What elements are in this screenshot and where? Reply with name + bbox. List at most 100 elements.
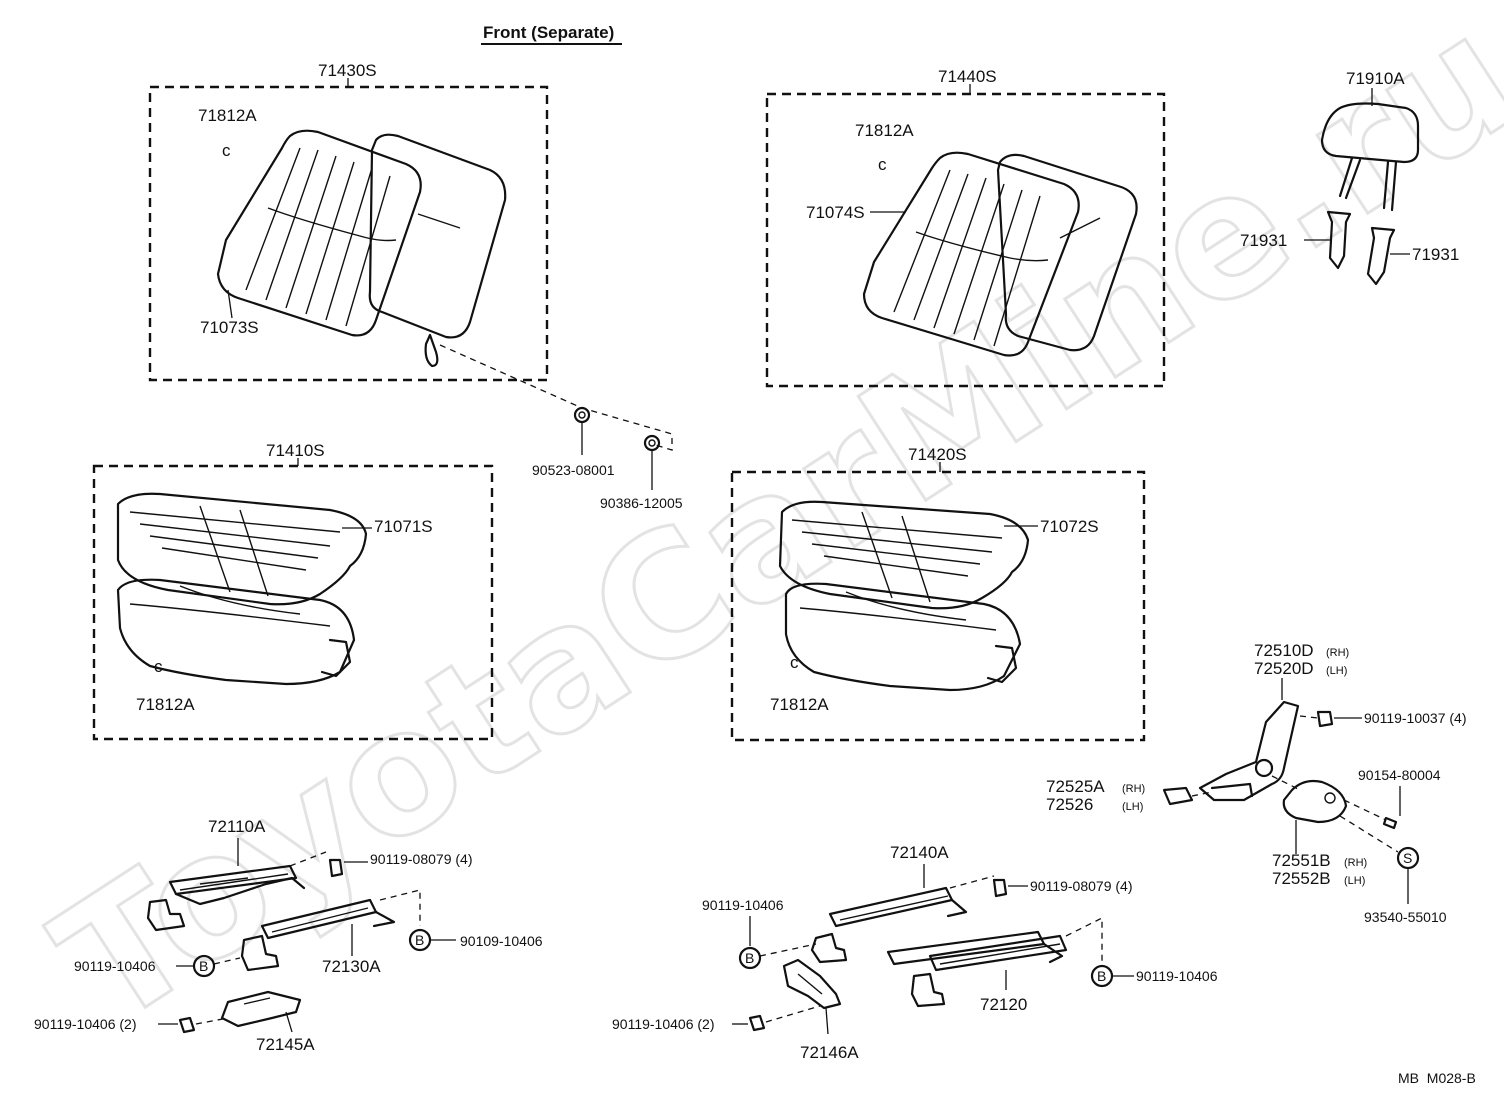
rh-cushion-frame	[320, 638, 352, 678]
part-label-90119-10406: 90119-10406	[74, 958, 156, 974]
rh-bracket	[220, 990, 302, 1028]
part-label-93540-55010: 93540-55010	[1364, 909, 1447, 925]
part-label-71430S: 71430S	[318, 61, 377, 80]
part-label-71071S: 71071S	[374, 517, 433, 536]
lh-bracket	[782, 958, 842, 1010]
part-label-90119-08079: 90119-08079 (4)	[370, 851, 472, 867]
part-label-71074S: 71074S	[806, 203, 865, 222]
part-label-71410S: 71410S	[266, 441, 325, 460]
part-label-90119-10406: 90119-10406	[1136, 968, 1218, 984]
rh-back-frame	[368, 133, 507, 339]
screw-icon	[1382, 816, 1398, 830]
recliner-cover	[1282, 779, 1348, 824]
lh-tag: (LH)	[1326, 665, 1347, 677]
part-label-72146A: 72146A	[800, 1043, 859, 1062]
bolt-icon	[748, 1014, 766, 1032]
fastener-b-mark: B	[1097, 968, 1106, 984]
part-label-71931: 71931	[1240, 231, 1287, 250]
part-label-72130A: 72130A	[322, 957, 381, 976]
part-label-90119-10037: 90119-10037 (4)	[1364, 710, 1466, 726]
lh-cushion-assembly: 71420S 71072S c 71812A	[730, 445, 1146, 742]
lh-cushion-cover	[778, 500, 1030, 610]
part-label-90119-10406-2: 90119-10406 (2)	[34, 1016, 136, 1032]
rh-cushion-assembly: 71410S 71071S c 71812A	[92, 441, 494, 741]
lh-tag: (LH)	[1122, 801, 1143, 813]
rh-tag: (RH)	[1344, 857, 1367, 869]
rh-back-hinge	[424, 333, 439, 368]
part-label-71812A: 71812A	[855, 121, 914, 140]
lh-cushion-pad	[784, 582, 1022, 692]
part-label-90154-80004: 90154-80004	[1358, 767, 1441, 783]
rh-cushion-group-box	[92, 464, 494, 741]
lh-tag: (LH)	[1344, 875, 1365, 887]
recliner-knob	[1162, 786, 1194, 806]
rh-cushion-cover	[116, 492, 368, 606]
headrest-stay	[1382, 160, 1398, 212]
diagram-code: MB M028-B	[1398, 1070, 1476, 1086]
part-label-71440S: 71440S	[938, 67, 997, 86]
part-label-71812A: 71812A	[770, 695, 829, 714]
lh-adjuster-rail-1	[828, 886, 954, 928]
fastener-b-icon	[738, 946, 762, 970]
bolt-icon	[328, 858, 344, 878]
part-label-72552B: 72552B	[1272, 869, 1331, 888]
recliner-arm	[1198, 700, 1300, 802]
rh-tag: (RH)	[1326, 647, 1349, 659]
rh-tag: (RH)	[1122, 783, 1145, 795]
part-label-72526: 72526	[1046, 795, 1093, 814]
part-label-71073S: 71073S	[200, 318, 259, 337]
part-label-90109-10406: 90109-10406	[460, 933, 543, 949]
part-label-71812A: 71812A	[136, 695, 195, 714]
fastener-s-mark: S	[1403, 850, 1412, 866]
back-hinge-fasteners: 90523-08001 90386-12005	[439, 344, 683, 511]
lh-cushion-group-box	[730, 470, 1146, 742]
clip-icon: c	[222, 141, 231, 160]
recliner-pivot	[1254, 758, 1274, 778]
headrest-support-r	[1366, 226, 1396, 286]
part-label-72510D: 72510D	[1254, 641, 1314, 660]
lh-cushion-frame	[986, 644, 1018, 684]
rh-cushion-pad	[116, 578, 356, 686]
rh-adjuster-rail-1	[168, 864, 298, 896]
part-label-72120: 72120	[980, 995, 1027, 1014]
rh-adjuster-assembly: 72110A 90119-08079 (4) B 90109-10406 721…	[34, 817, 543, 1054]
fastener-b-mark: B	[415, 932, 424, 948]
bolt-icon	[992, 878, 1008, 898]
fastener-b-mark: B	[199, 958, 208, 974]
part-label-90119-08079: 90119-08079 (4)	[1030, 878, 1132, 894]
part-label-71931: 71931	[1412, 245, 1459, 264]
headrest-stay	[1338, 156, 1362, 200]
rh-seatback-assembly: 71430S 71812A c 71073S	[148, 61, 549, 382]
nut-icon	[643, 434, 661, 452]
lh-back-group-box	[765, 92, 1166, 388]
headrest-support-l	[1326, 210, 1352, 270]
clip-icon: c	[154, 657, 163, 676]
part-label-71812A: 71812A	[198, 106, 257, 125]
fastener-b-mark: B	[745, 950, 754, 966]
part-label-90386-12005: 90386-12005	[600, 495, 683, 511]
lh-adjuster-assembly: 72140A 90119-08079 (4) 90119-10406 B B 9…	[612, 843, 1218, 1062]
lh-seatback-assembly: 71440S 71812A c 71074S	[765, 67, 1166, 388]
rh-back-cover	[216, 129, 422, 337]
headrest-pad	[1320, 102, 1420, 164]
bolt-icon	[178, 1016, 196, 1034]
part-label-72525A: 72525A	[1046, 777, 1105, 796]
recliner-assembly: 72510D (RH) 72520D (LH) 90119-10037 (4) …	[1046, 641, 1466, 925]
diagram-title: Front (Separate)	[483, 23, 614, 42]
headrest-assembly: 71910A 71931 71931	[1240, 69, 1459, 286]
part-label-72145A: 72145A	[256, 1035, 315, 1054]
part-label-72551B: 72551B	[1272, 851, 1331, 870]
clip-icon: c	[790, 653, 799, 672]
nut-icon	[573, 406, 591, 424]
clip-icon: c	[878, 155, 887, 174]
part-label-72140A: 72140A	[890, 843, 949, 862]
part-label-71910A: 71910A	[1346, 69, 1405, 88]
part-label-71072S: 71072S	[1040, 517, 1099, 536]
part-label-72520D: 72520D	[1254, 659, 1314, 678]
part-label-90119-10406-2: 90119-10406 (2)	[612, 1016, 714, 1032]
part-label-72110A: 72110A	[208, 817, 266, 836]
lh-back-cover	[862, 151, 1080, 357]
part-label-71420S: 71420S	[908, 445, 967, 464]
